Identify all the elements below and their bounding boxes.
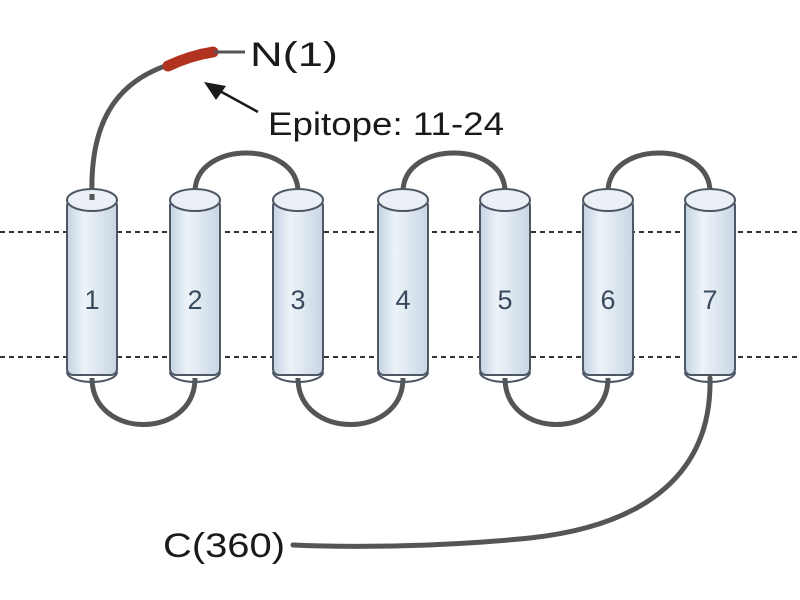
extracellular-loop-1 <box>192 150 301 193</box>
intracellular-loop-1 <box>89 377 198 427</box>
helix-7: 7 <box>684 188 736 383</box>
extracellular-loop-2 <box>400 150 508 193</box>
n-terminus-label: N(1) <box>250 36 338 74</box>
intracellular-loop-3 <box>502 377 611 427</box>
helix-7-label: 7 <box>702 285 717 315</box>
helix-1: 1 <box>66 188 118 383</box>
helix-6-label: 6 <box>600 285 615 315</box>
c-terminus-label: C(360) <box>163 527 285 565</box>
epitope-label: Epitope: 11-24 <box>268 106 504 142</box>
helix-4: 4 <box>377 188 429 383</box>
helix-2: 2 <box>169 188 221 383</box>
helix-5-label: 5 <box>497 285 512 315</box>
helix-3: 3 <box>272 188 324 383</box>
intracellular-loop-2 <box>295 377 406 427</box>
helix-5: 5 <box>479 188 531 383</box>
helix-6: 6 <box>582 188 634 383</box>
n-terminal-tail <box>89 59 181 199</box>
c-terminal-tail <box>290 375 713 549</box>
helix-4-label: 4 <box>395 285 410 315</box>
epitope-segment <box>162 46 219 72</box>
helix-3-label: 3 <box>290 285 305 315</box>
helix-1-label: 1 <box>84 285 99 315</box>
extracellular-loop-3 <box>605 150 713 193</box>
epitope-arrow-icon <box>204 82 259 114</box>
helix-2-label: 2 <box>187 285 202 315</box>
